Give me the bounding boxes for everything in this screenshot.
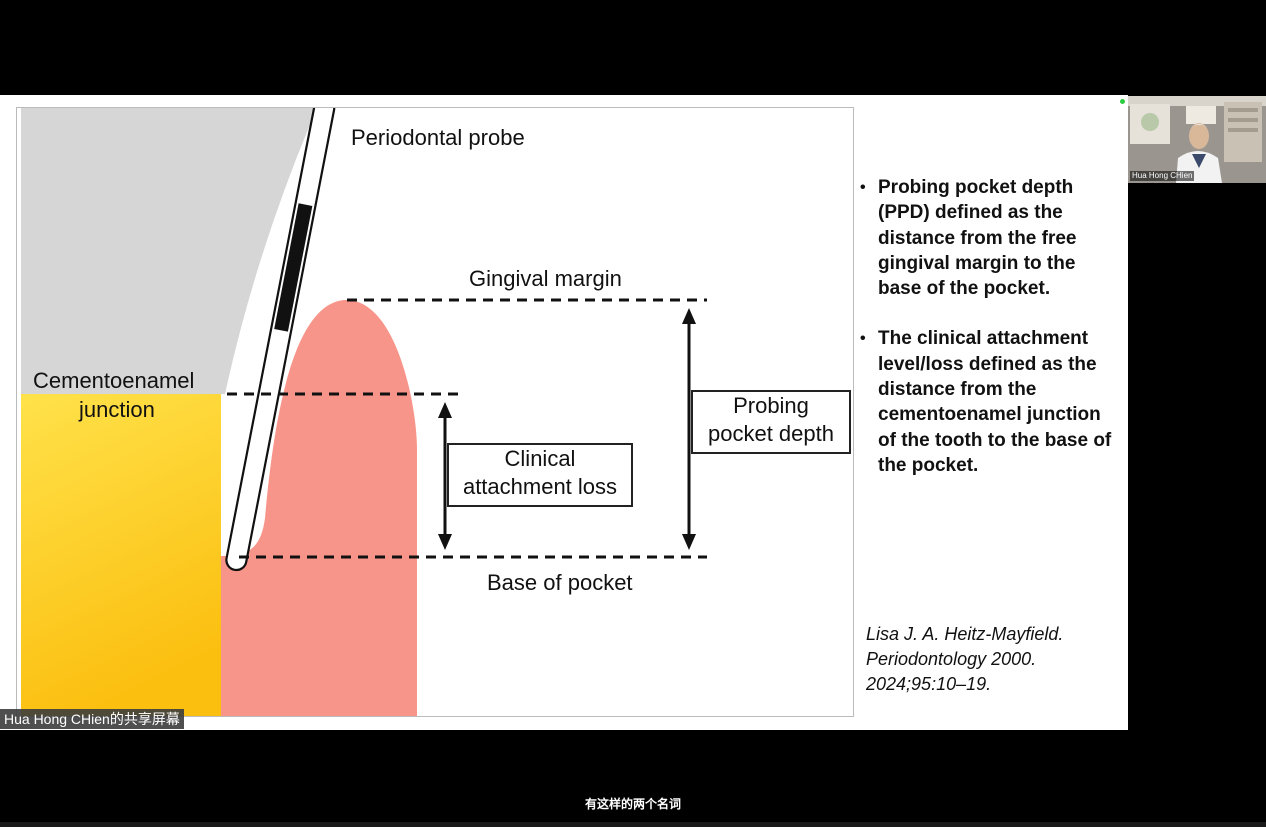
- bullet-cal-text: The clinical attachment level/loss defin…: [878, 328, 1112, 476]
- bottom-toolbar-edge: [0, 822, 1266, 827]
- periodontal-probe-label: Periodontal probe: [351, 125, 525, 150]
- ppd-label-line2: pocket depth: [708, 421, 834, 446]
- live-subtitle: 有这样的两个名词: [584, 797, 681, 811]
- screen-share-label: Hua Hong CHien的共享屏幕: [0, 709, 184, 729]
- participant-name: Hua Hong CHien: [1130, 171, 1195, 181]
- bullet-list: • Probing pocket depth (PPD) defined as …: [858, 175, 1116, 503]
- tooth-root: [21, 394, 221, 716]
- citation-author: Lisa J. A. Heitz-Mayfield.: [866, 624, 1064, 644]
- ppd-label-line1: Probing: [733, 393, 809, 418]
- periodontal-diagram: Periodontal probe Gingival margin Cement…: [16, 107, 854, 717]
- bullet-ppd-text: Probing pocket depth (PPD) defined as th…: [878, 177, 1077, 300]
- shared-slide: Periodontal probe Gingival margin Cement…: [0, 95, 1128, 730]
- probing-pocket-depth-box: Probing pocket depth: [691, 390, 851, 454]
- base-of-pocket-label: Base of pocket: [487, 570, 633, 595]
- citation: Lisa J. A. Heitz-Mayfield. Periodontolog…: [866, 622, 1063, 697]
- participant-video-tile[interactable]: Hua Hong CHien: [1128, 96, 1266, 183]
- bullet-dot-icon: •: [860, 179, 866, 196]
- clinical-attachment-loss-box: Clinical attachment loss: [447, 443, 633, 507]
- periodontal-probe: [225, 108, 336, 572]
- cal-label-line1: Clinical: [504, 446, 576, 471]
- gingival-margin-label: Gingival margin: [469, 266, 622, 291]
- bullet-cal: • The clinical attachment level/loss def…: [858, 326, 1116, 478]
- cej-label-line1: Cementoenamel: [33, 368, 195, 393]
- speaking-indicator-icon: [1120, 99, 1125, 104]
- gingiva: [221, 299, 417, 716]
- bullet-ppd: • Probing pocket depth (PPD) defined as …: [858, 175, 1116, 301]
- citation-year: 2024;95:10–19.: [866, 674, 992, 694]
- cal-label-line2: attachment loss: [462, 474, 618, 499]
- bullet-dot-icon: •: [860, 330, 866, 348]
- enamel-crown: [21, 108, 317, 394]
- citation-journal: Periodontology 2000.: [866, 649, 1037, 669]
- participant-video-frame: [1128, 96, 1266, 183]
- cej-label-line2: junction: [79, 397, 155, 422]
